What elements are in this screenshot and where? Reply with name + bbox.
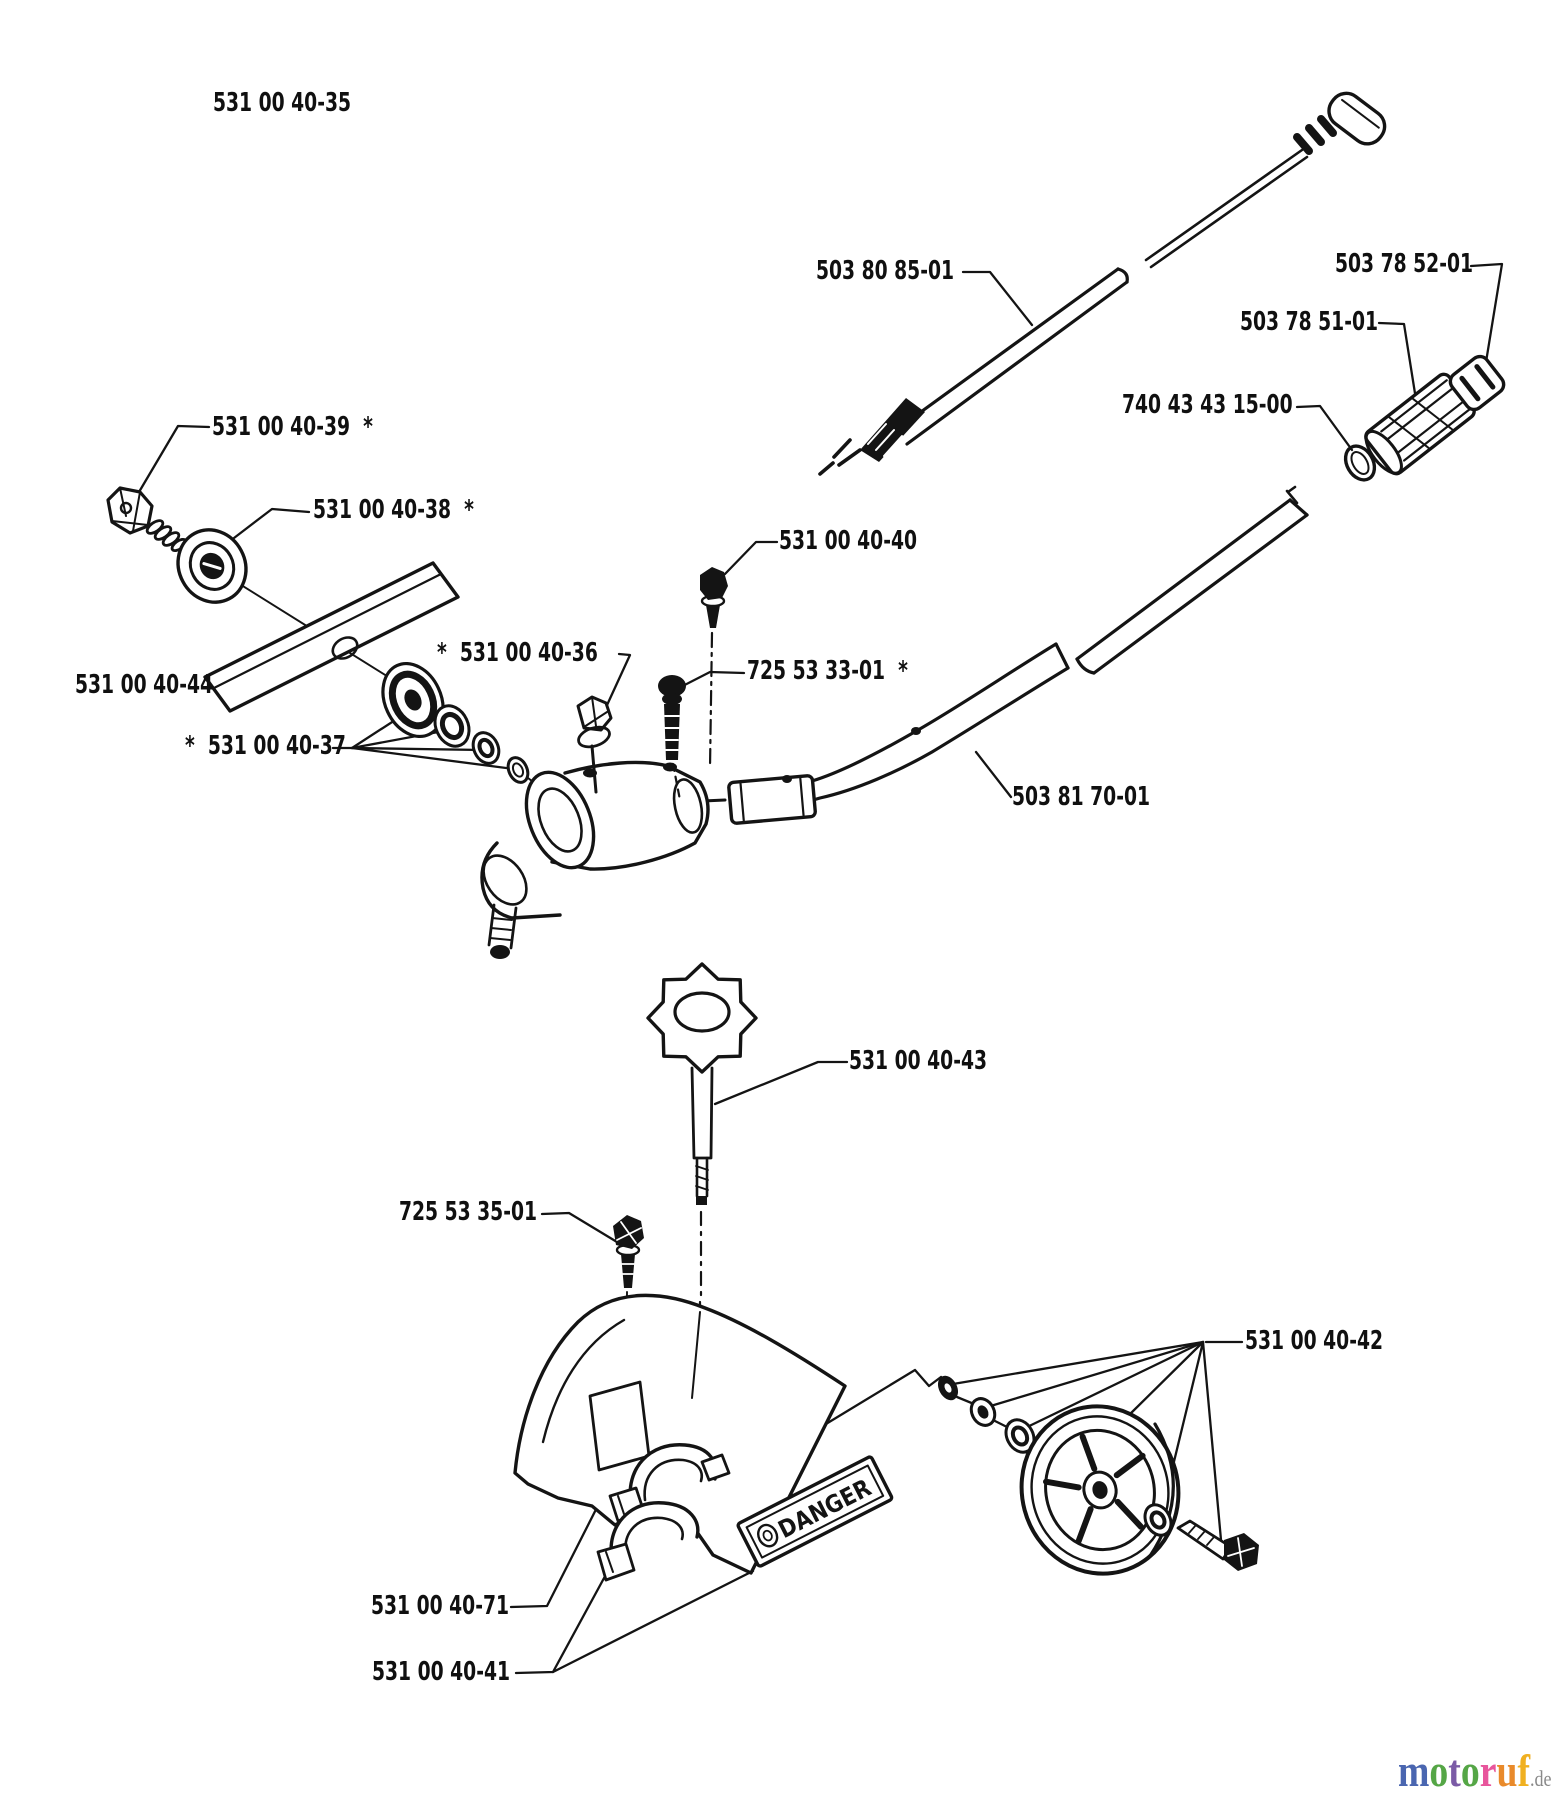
clamp-screw-33 bbox=[658, 675, 686, 802]
wheel-washer-bolt bbox=[1143, 1503, 1259, 1571]
grip-sleeve bbox=[1364, 372, 1476, 476]
part-label-531-00-40-43: 531 00 40-43 bbox=[849, 1046, 988, 1076]
gearbox-bolt bbox=[576, 695, 613, 794]
part-label-503-78-52-01: 503 78 52-01 bbox=[1335, 249, 1474, 279]
o-ring bbox=[1343, 444, 1377, 482]
part-label-531-00-40-36: * 531 00 40-36 bbox=[437, 638, 598, 668]
support-wheel bbox=[1019, 1404, 1181, 1576]
wheel-washers-left bbox=[937, 1375, 1036, 1454]
part-label-725-53-33-01: 725 53 33-01 * bbox=[747, 656, 908, 686]
part-label-531-00-40-35: 531 00 40-35 bbox=[213, 88, 352, 118]
part-label-503-78-51-01: 503 78 51-01 bbox=[1240, 307, 1379, 337]
cable-end-cap bbox=[1144, 91, 1387, 269]
support-cup-washer bbox=[176, 528, 248, 604]
clamp-bolt-40 bbox=[700, 567, 728, 770]
motoruf-logo-suffix: .de bbox=[1530, 1766, 1552, 1791]
part-label-531-00-40-38: 531 00 40-38 * bbox=[313, 495, 474, 525]
motoruf-logo-letters: motoruf bbox=[1398, 1745, 1531, 1796]
flexible-driveshaft bbox=[818, 267, 1129, 476]
part-label-531-00-40-71: 531 00 40-71 bbox=[371, 1591, 510, 1621]
upper-shaft-tube bbox=[1075, 485, 1309, 675]
washer-stack bbox=[381, 661, 547, 793]
collar-nut bbox=[1448, 354, 1506, 412]
part-label-503-80-85-01: 503 80 85-01 bbox=[816, 256, 955, 286]
clamp-halves bbox=[596, 1443, 731, 1582]
part-label-531-00-40-37: * 531 00 40-37 bbox=[185, 731, 346, 761]
part-label-531-00-40-44: 531 00 40-44 bbox=[75, 670, 214, 700]
part-label-740-43-43-15-00: 740 43 43 15-00 bbox=[1122, 390, 1293, 420]
blade bbox=[203, 561, 460, 713]
part-label-531-00-40-40: 531 00 40-40 bbox=[779, 526, 918, 556]
part-label-725-53-35-01: 725 53 35-01 bbox=[399, 1197, 538, 1227]
part-label-531-00-40-42: 531 00 40-42 bbox=[1245, 1326, 1384, 1356]
motoruf-logo[interactable]: motoruf.de bbox=[1398, 1748, 1552, 1800]
part-label-503-81-70-01: 503 81 70-01 bbox=[1012, 782, 1151, 812]
curved-shaft-tube bbox=[701, 642, 1070, 825]
gearbox-housing bbox=[480, 760, 710, 959]
wheel-depth-arc bbox=[1148, 1422, 1175, 1558]
leader-lines bbox=[137, 262, 1504, 1675]
part-label-531-00-40-39: 531 00 40-39 * bbox=[212, 412, 373, 442]
part-label-531-00-40-41: 531 00 40-41 bbox=[372, 1657, 511, 1687]
